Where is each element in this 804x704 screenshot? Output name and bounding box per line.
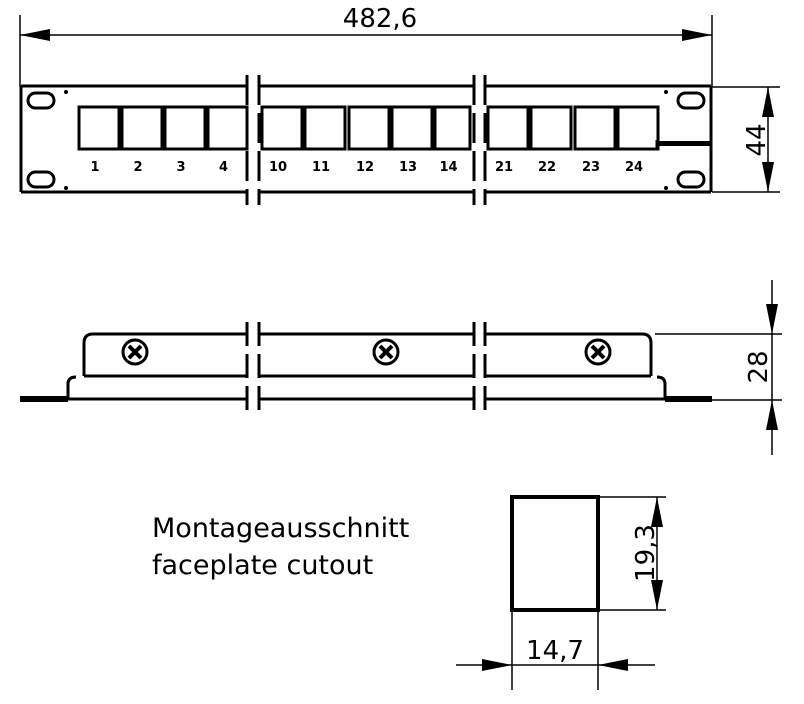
cutout-detail: Montageausschnitt faceplate cutout 19,3 … [152, 495, 666, 690]
screw-icon [584, 338, 612, 366]
port-cutout [206, 105, 249, 151]
port-number: 13 [399, 160, 417, 175]
port-cutout [77, 105, 121, 151]
port-cutout [347, 105, 391, 151]
cutout-height-dimension: 19,3 [598, 496, 666, 611]
port-number: 11 [312, 160, 330, 175]
width-dimension-label: 482,6 [343, 4, 417, 34]
port-cutout [390, 105, 434, 151]
port-cutout [486, 105, 530, 151]
port-number: 14 [439, 160, 457, 175]
screw-icon [121, 338, 149, 366]
break-lines [245, 75, 487, 205]
width-dimension: 482,6 [19, 4, 713, 87]
port-cutout [303, 105, 347, 151]
port-cutout [163, 105, 207, 151]
port-cutout [616, 105, 660, 151]
port-number: 22 [538, 160, 556, 175]
port-number: 23 [582, 160, 600, 175]
port-number: 10 [269, 160, 287, 175]
port-number: 24 [625, 160, 643, 175]
port-cutout [433, 105, 472, 151]
port-number: 12 [356, 160, 374, 175]
panel-outline [19, 84, 713, 194]
port-number: 21 [495, 160, 513, 175]
cutout-height-label: 19,3 [631, 524, 661, 582]
break-lines [245, 322, 487, 412]
port-number: 1 [90, 160, 99, 175]
port-cutout [260, 105, 304, 151]
screw-icon [372, 338, 400, 366]
cutout-width-dimension: 14,7 [456, 610, 655, 690]
height-dimension: 44 [712, 86, 780, 193]
logo [655, 140, 710, 148]
cutout-width-label: 14,7 [526, 636, 584, 666]
port-number: 3 [176, 160, 185, 175]
port-cutout [120, 105, 164, 151]
side-view: 28 [20, 280, 782, 455]
port-cutout [529, 105, 573, 151]
cutout-label-de: Montageausschnitt [152, 513, 409, 544]
depth-dimension-label: 28 [744, 350, 774, 383]
height-dimension-label: 44 [742, 123, 772, 156]
cutout-label-en: faceplate cutout [152, 550, 373, 581]
depth-dimension: 28 [655, 280, 782, 455]
port-cutout [573, 105, 617, 151]
port-number: 2 [133, 160, 142, 175]
mounting-holes [26, 90, 706, 190]
port-number: 4 [219, 160, 228, 175]
